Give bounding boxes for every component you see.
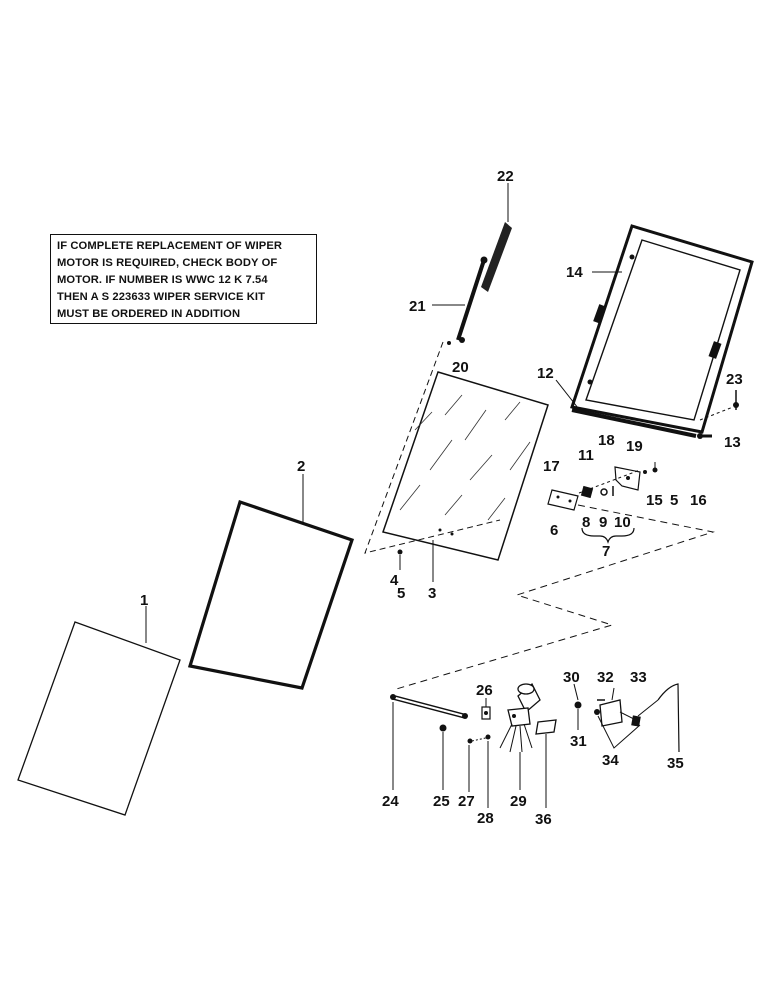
callout-2: 2	[297, 458, 305, 475]
part-28-washer	[485, 734, 491, 740]
callout-8: 8	[582, 514, 590, 531]
callout-3: 3	[428, 585, 436, 602]
callout-35: 35	[667, 755, 684, 772]
part-23-fastener	[699, 390, 739, 421]
callout-13: 13	[724, 434, 741, 451]
callout-12: 12	[537, 365, 554, 382]
part-35-cable	[657, 683, 680, 753]
hinge-assembly	[547, 462, 658, 511]
brace-7	[581, 527, 635, 544]
callout-11: 11	[578, 447, 594, 464]
callout-21: 21	[409, 298, 426, 315]
callout-25: 25	[433, 793, 450, 810]
callout-28: 28	[477, 810, 494, 827]
callout-14: 14	[566, 264, 583, 281]
wiper-motor-note: IF COMPLETE REPLACEMENT OF WIPER MOTOR I…	[50, 234, 317, 324]
callout-17: 17	[543, 458, 560, 475]
part-26-clip	[481, 706, 491, 720]
part-21-wiper-arm	[447, 256, 488, 345]
callout-33: 33	[630, 669, 647, 686]
part-22-wiper-blade	[481, 222, 512, 292]
dashed-outline	[364, 341, 501, 554]
callout-7: 7	[602, 543, 610, 560]
callout-5b: 5	[670, 492, 678, 509]
leader-12	[555, 379, 579, 409]
part-4-screw	[397, 549, 403, 570]
part-2-gasket	[187, 499, 355, 690]
part-25-nut	[439, 724, 447, 732]
leader-33	[611, 687, 615, 701]
note-line: MUST BE ORDERED IN ADDITION	[57, 308, 241, 320]
callout-1: 1	[140, 592, 148, 609]
note-line: THEN A S 223633 WIPER SERVICE KIT	[57, 291, 266, 303]
part-29-wiper-motor	[499, 682, 541, 753]
callout-30: 30	[563, 669, 580, 686]
part-24-shaft	[390, 694, 468, 719]
callout-36: 36	[535, 811, 552, 828]
part-30-nut	[574, 701, 582, 709]
part-36-bracket	[535, 719, 557, 735]
callout-4: 4	[390, 572, 399, 589]
callout-32: 32	[597, 669, 614, 686]
callout-10: 10	[614, 514, 631, 531]
part-3-glass	[382, 371, 549, 561]
note-line: MOTOR IS REQUIRED, CHECK BODY OF	[57, 257, 278, 269]
leader-30	[573, 683, 579, 701]
note-line: MOTOR. IF NUMBER IS WWC 12 K 7.54	[57, 274, 268, 286]
callout-31: 31	[570, 733, 587, 750]
note-line: IF COMPLETE REPLACEMENT OF WIPER	[57, 240, 283, 252]
dashed-connector	[392, 504, 715, 691]
part-1-panel	[17, 621, 181, 816]
callout-34: 34	[602, 752, 619, 769]
callout-24: 24	[382, 793, 399, 810]
callout-27: 27	[458, 793, 475, 810]
part-13-fastener	[697, 433, 712, 439]
callout-6: 6	[550, 522, 558, 539]
callout-16: 16	[690, 492, 707, 509]
callout-23: 23	[726, 371, 743, 388]
callout-29: 29	[510, 793, 527, 810]
callout-18: 18	[598, 432, 615, 449]
callout-5a: 5	[397, 585, 405, 602]
callout-15: 15	[646, 492, 663, 509]
leader-34	[597, 715, 641, 749]
part-27-screw	[467, 736, 491, 744]
callout-9: 9	[599, 514, 607, 531]
callout-19: 19	[626, 438, 643, 455]
part-33-switch	[594, 699, 659, 727]
callout-22: 22	[497, 168, 514, 185]
part-14-frame	[570, 224, 754, 434]
part-12-seal	[571, 408, 697, 438]
callout-20: 20	[452, 359, 469, 376]
callout-26: 26	[476, 682, 493, 699]
